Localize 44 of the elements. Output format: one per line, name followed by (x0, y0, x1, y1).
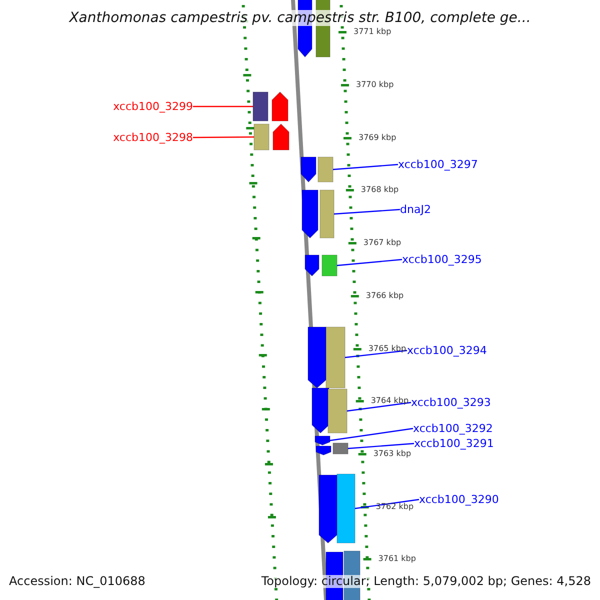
scale-label: 3771 kbp (354, 27, 392, 37)
leader-line (193, 136, 254, 138)
scale-label: 3762 kbp (376, 502, 414, 512)
scale-label: 3764 kbp (370, 396, 409, 406)
gene-label: xccb100_3295 (402, 253, 482, 266)
info-text: Topology: circular; Length: 5,079,002 bp; Genes: 4,528 (261, 575, 591, 588)
title: Xanthomonas campestris pv. campestris str. B100, complete ge... (69, 10, 531, 26)
gene-bar (318, 157, 333, 182)
scale-label: 3770 kbp (356, 80, 394, 90)
info-text: Accession: NC_010688 (9, 575, 146, 588)
gene-bar (333, 443, 348, 454)
leader-line (344, 350, 408, 358)
gene-label: dnaJ2 (400, 203, 431, 216)
gene-bar (254, 124, 269, 150)
scale-label: 3765 kbp (368, 344, 406, 354)
leader-line (336, 258, 402, 266)
scale-label: 3767 kbp (363, 238, 402, 248)
scale-label: 3768 kbp (360, 185, 399, 195)
scale-label: 3763 kbp (373, 449, 412, 459)
gene-label: xccb100_3294 (407, 344, 487, 357)
leader-line (348, 442, 414, 450)
gene-bar (253, 92, 268, 121)
gene-bar (326, 327, 345, 388)
gene-label: xccb100_3290 (419, 493, 499, 506)
gene-feature (315, 436, 330, 445)
leader-line (354, 498, 420, 510)
scale-label: 3761 kbp (378, 554, 416, 564)
gene-label: xccb100_3297 (398, 158, 478, 171)
leader-line (332, 164, 398, 170)
leader-line (334, 208, 400, 215)
gene-bar (322, 255, 337, 276)
scale-label: 3766 kbp (366, 291, 404, 301)
gene-bar (320, 190, 334, 238)
gene-bar (328, 389, 347, 433)
leader-line (346, 402, 412, 412)
gene-bar (337, 474, 355, 543)
gene-label: xccb100_3292 (413, 422, 493, 435)
gene-label: xccb100_3291 (414, 437, 494, 450)
gene-label: xccb100_3293 (411, 396, 491, 409)
leader-line (330, 428, 414, 442)
leader-line (193, 106, 253, 108)
gene-label: xccb100_3298 (113, 131, 193, 144)
scale-label: 3769 kbp (358, 133, 396, 143)
gene-label: xccb100_3299 (113, 100, 193, 113)
